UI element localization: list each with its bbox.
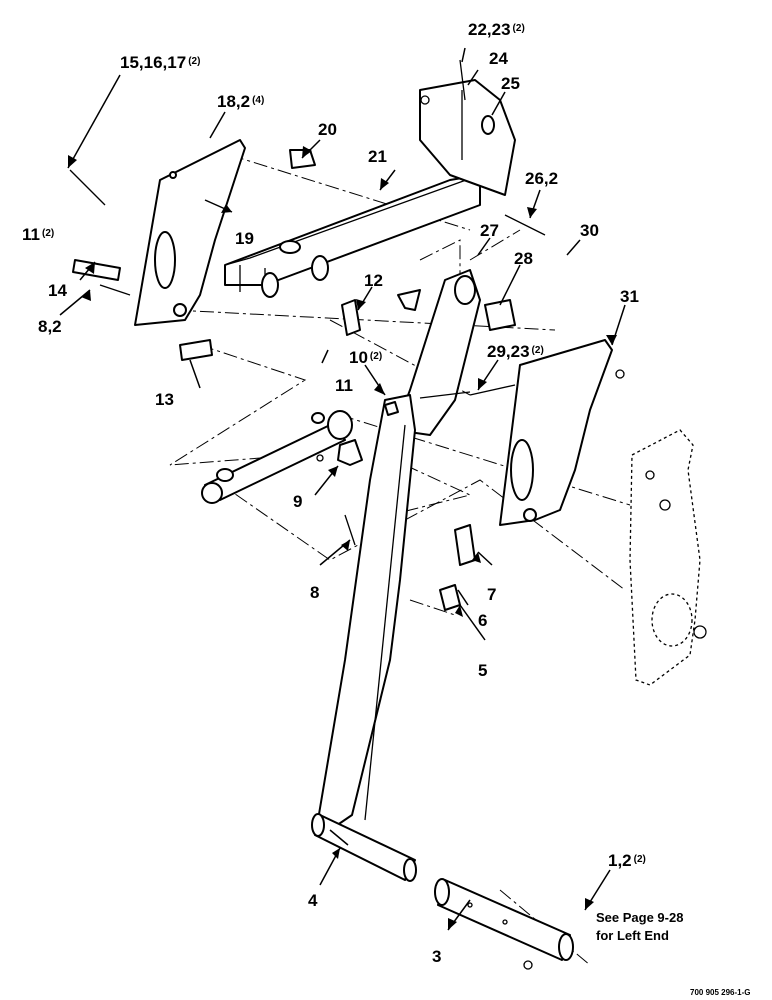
callout-10: 10(2) <box>349 348 382 367</box>
cross-reference-note: See Page 9-28 for Left End <box>596 910 683 943</box>
callout-29-23: 29,23(2) <box>487 342 544 361</box>
callout-8-2: 8,2 <box>38 317 62 336</box>
callout-18-2: 18,2(4) <box>217 92 264 111</box>
note-line-2: for Left End <box>596 928 669 943</box>
note-line-1: See Page 9-28 <box>596 910 683 925</box>
arrowheads <box>68 146 617 930</box>
callout-19: 19 <box>235 229 254 248</box>
left-side-plate <box>134 139 246 326</box>
callout-labels: 15,16,17(2) 18,2(4) 20 21 22,23(2) 24 25… <box>22 20 646 966</box>
callout-24: 24 <box>489 49 508 68</box>
tube-4 <box>311 813 417 882</box>
frame-plate <box>629 429 701 686</box>
callout-5: 5 <box>478 661 487 680</box>
right-side-plate <box>499 339 613 526</box>
callout-12: 12 <box>364 271 383 290</box>
callout-11b: 11 <box>335 376 353 395</box>
callout-9: 9 <box>293 492 302 511</box>
callout-11a: 11(2) <box>22 225 54 244</box>
drawing-code: 700 905 296-1-G <box>690 988 751 997</box>
callout-22-23: 22,23(2) <box>468 20 525 39</box>
callout-30: 30 <box>580 221 599 240</box>
callout-13: 13 <box>155 390 174 409</box>
callout-31: 31 <box>620 287 639 306</box>
callout-25: 25 <box>501 74 520 93</box>
cylinder <box>201 410 353 504</box>
callout-27: 27 <box>480 221 499 240</box>
callout-8b: 8 <box>310 583 319 602</box>
callout-14: 14 <box>48 281 67 300</box>
callout-20: 20 <box>318 120 337 139</box>
callout-4: 4 <box>308 891 318 910</box>
cross-member <box>224 174 481 298</box>
callout-6: 6 <box>478 611 487 630</box>
callout-26-2: 26,2 <box>525 169 558 188</box>
callout-28: 28 <box>514 249 533 268</box>
callout-3: 3 <box>432 947 441 966</box>
callout-7: 7 <box>487 585 496 604</box>
callout-21: 21 <box>368 147 387 166</box>
bracket <box>419 79 516 196</box>
small-parts <box>69 59 707 970</box>
callout-1-2: 1,2(2) <box>608 851 646 870</box>
leader-lines <box>59 47 626 931</box>
tube-3 <box>434 878 574 961</box>
callout-15-16-17: 15,16,17(2) <box>120 53 200 72</box>
lift-arm <box>317 394 416 831</box>
